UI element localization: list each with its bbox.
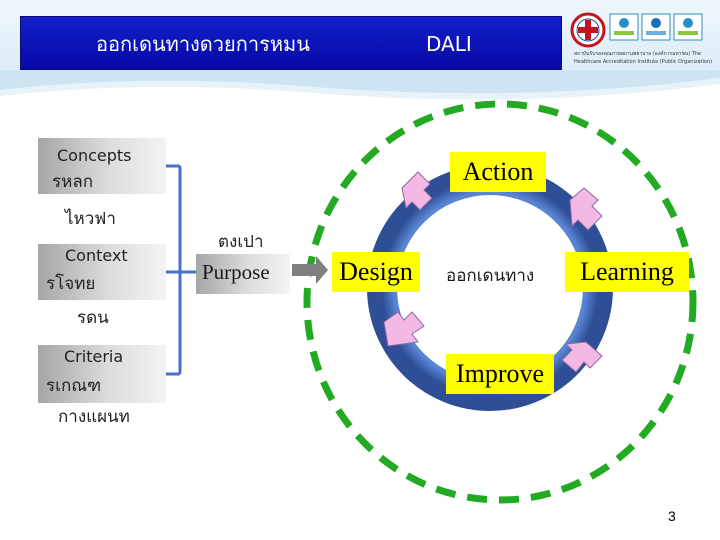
journey-label: ออกเดนทาง — [446, 266, 535, 286]
purpose-label: Purpose — [202, 260, 270, 284]
concepts-box — [38, 138, 166, 194]
criteria-label: Criteria — [64, 347, 124, 366]
isqua-badge-icon-2 — [641, 13, 671, 41]
context-sub-label: รโจทย — [46, 274, 96, 294]
isqua-badge-icon-3 — [673, 13, 703, 41]
criteria-sub-label: รเกณฑ — [46, 376, 102, 396]
design-label: Design — [332, 252, 420, 292]
logo-caption: สถาบันรับรองคุณภาพสถานพยาบาล (องค์การมหา… — [574, 51, 713, 65]
ring-arrow-icon-3 — [561, 341, 603, 373]
header-wave-decoration — [0, 70, 720, 100]
purpose-box — [196, 254, 290, 294]
page-number: 3 — [668, 508, 676, 524]
isqua-badge-icon — [609, 13, 639, 41]
institute-logos — [570, 12, 703, 48]
purpose-to-design-arrow — [292, 256, 328, 284]
title-bar — [20, 16, 562, 70]
ring-arrow-icon-2 — [569, 187, 603, 231]
action-label: Action — [450, 152, 546, 192]
dashed-outer-circle — [303, 100, 697, 504]
slide-title-tag: DALI — [426, 32, 472, 56]
improve-label: Improve — [446, 354, 554, 394]
context-label: Context — [65, 246, 128, 265]
bracket-connector — [166, 164, 196, 376]
ha-seal-icon — [570, 12, 606, 48]
slide-title: ออกเดนทางดวยการหมน — [96, 32, 310, 56]
concepts-label: Concepts — [57, 146, 132, 165]
purpose-above-label: ตงเปา — [218, 232, 264, 252]
criteria-box — [38, 345, 166, 403]
ring-arrow-icon-4 — [383, 311, 425, 347]
below-criteria-label: กางแผนท — [58, 407, 130, 427]
learning-label: Learning — [565, 252, 689, 292]
between-label-1: ไหวฟา — [65, 209, 116, 229]
between-label-2: รดน — [77, 308, 109, 328]
context-box — [38, 244, 166, 300]
ring-arrow-icon — [401, 171, 433, 211]
concepts-sub-label: รหลก — [52, 172, 94, 192]
